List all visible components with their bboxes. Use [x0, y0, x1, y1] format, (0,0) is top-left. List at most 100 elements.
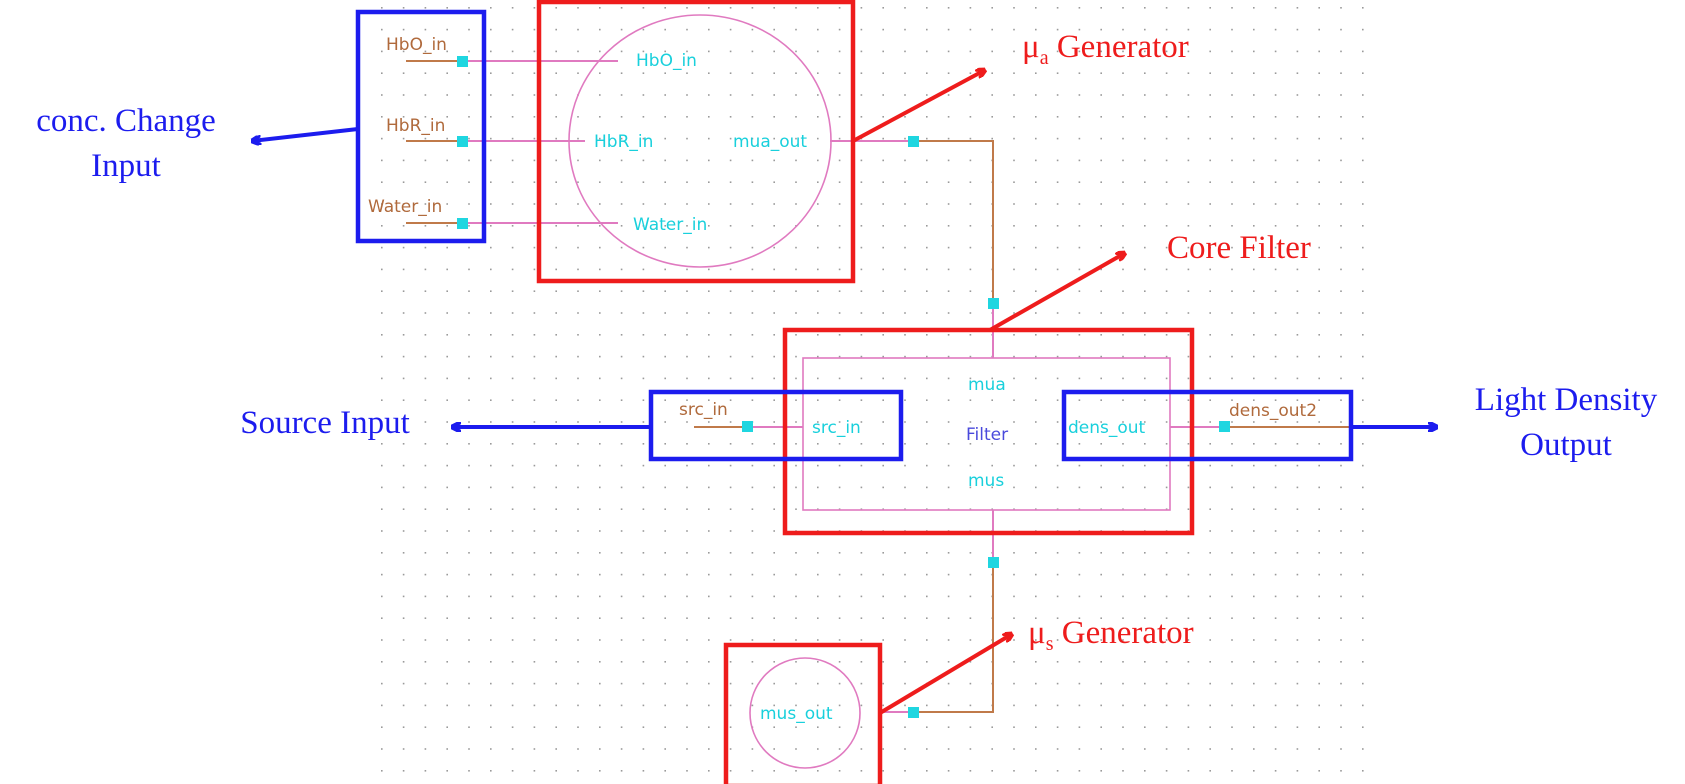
- grid-dot: [860, 704, 863, 707]
- grid-dot: [729, 682, 732, 685]
- grid-dot: [1100, 50, 1102, 53]
- grid-dot: [1013, 399, 1015, 401]
- grid-dot: [1362, 704, 1364, 707]
- grid-dot: [729, 486, 732, 489]
- grid-dot: [1165, 639, 1168, 641]
- grid-dot: [773, 595, 775, 598]
- grid-dot: [969, 72, 972, 74]
- grid-dot: [511, 377, 514, 380]
- grid-dot: [1318, 94, 1320, 96]
- grid-dot: [969, 203, 972, 205]
- grid-dot: [577, 770, 579, 772]
- grid-dot: [751, 246, 754, 249]
- grid-dot: [1253, 94, 1255, 96]
- grid-dot: [817, 464, 819, 467]
- grid-dot: [1253, 7, 1255, 9]
- grid-dot: [1144, 7, 1146, 9]
- grid-dot: [664, 246, 666, 249]
- grid-dot: [620, 573, 623, 576]
- grid-dot: [620, 552, 623, 554]
- grid-dot: [1144, 464, 1146, 467]
- grid-dot: [468, 552, 470, 554]
- grid-dot: [1340, 225, 1342, 227]
- grid-dot: [1078, 225, 1081, 227]
- grid-dot: [773, 770, 775, 772]
- grid-dot: [1100, 268, 1102, 271]
- grid-dot: [773, 552, 775, 554]
- grid-dot: [1362, 50, 1364, 53]
- grid-dot: [904, 748, 906, 750]
- grid-dot: [533, 94, 536, 96]
- grid-dot: [926, 377, 928, 380]
- grid-dot: [511, 116, 514, 118]
- grid-dot: [446, 7, 448, 9]
- grid-dot: [1122, 181, 1124, 183]
- grid-dot: [599, 617, 601, 619]
- grid-dot: [860, 682, 863, 685]
- grid-dot: [468, 770, 470, 772]
- grid-dot: [751, 661, 754, 663]
- grid-dot: [1035, 682, 1037, 685]
- grid-dot: [751, 486, 754, 489]
- grid-dot: [424, 7, 427, 9]
- grid-dot: [1078, 268, 1081, 271]
- grid-dot: [1056, 94, 1059, 96]
- grid-dot: [1056, 7, 1059, 9]
- grid-dot: [642, 377, 645, 380]
- grid-dot: [599, 312, 601, 314]
- grid-dot: [795, 334, 797, 336]
- grid-dot: [969, 595, 972, 598]
- grid-dot: [446, 72, 448, 74]
- grid-dot: [642, 704, 645, 707]
- grid-dot: [817, 334, 819, 336]
- grid-dot: [1165, 595, 1168, 598]
- grid-dot: [1035, 312, 1037, 314]
- grid-dot: [446, 28, 448, 31]
- grid-dot: [1318, 159, 1320, 162]
- grid-dot: [446, 617, 448, 619]
- grid-dot: [1122, 50, 1124, 53]
- grid-dot: [490, 443, 492, 445]
- grid-dot: [381, 137, 383, 140]
- grid-dot: [599, 116, 601, 118]
- grid-dot: [708, 7, 710, 9]
- grid-dot: [751, 50, 754, 53]
- grid-dot: [860, 639, 863, 641]
- grid-dot: [555, 312, 557, 314]
- grid-dot: [1274, 770, 1277, 772]
- grid-dot: [1362, 377, 1364, 380]
- grid-dot: [1362, 486, 1364, 489]
- grid-dot: [664, 334, 666, 336]
- grid-dot: [620, 486, 623, 489]
- grid-dot: [1144, 748, 1146, 750]
- grid-dot: [926, 486, 928, 489]
- grid-dot: [1340, 573, 1342, 576]
- grid-dot: [1253, 50, 1255, 53]
- grid-dot: [860, 399, 863, 401]
- grid-dot: [969, 748, 972, 750]
- grid-dot: [533, 661, 536, 663]
- grid-dot: [860, 377, 863, 380]
- grid-dot: [969, 464, 972, 467]
- grid-dot: [1318, 203, 1320, 205]
- grid-dot: [490, 704, 492, 707]
- grid-dot: [947, 573, 950, 576]
- grid-dot: [402, 50, 405, 53]
- grid-dot: [511, 617, 514, 619]
- grid-dot: [468, 682, 470, 685]
- grid-dot: [1253, 312, 1255, 314]
- grid-dot: [1362, 661, 1364, 663]
- grid-dot: [664, 203, 666, 205]
- box-mus-generator: [723, 642, 883, 784]
- grid-dot: [729, 508, 732, 510]
- grid-dot: [555, 355, 557, 358]
- grid-dot: [1318, 50, 1320, 53]
- grid-dot: [1056, 682, 1059, 685]
- grid-dot: [402, 7, 405, 9]
- grid-dot: [1056, 443, 1059, 445]
- grid-dot: [1253, 28, 1255, 31]
- grid-dot: [926, 225, 928, 227]
- grid-dot: [1274, 377, 1277, 380]
- grid-dot: [926, 726, 928, 728]
- grid-dot: [1122, 72, 1124, 74]
